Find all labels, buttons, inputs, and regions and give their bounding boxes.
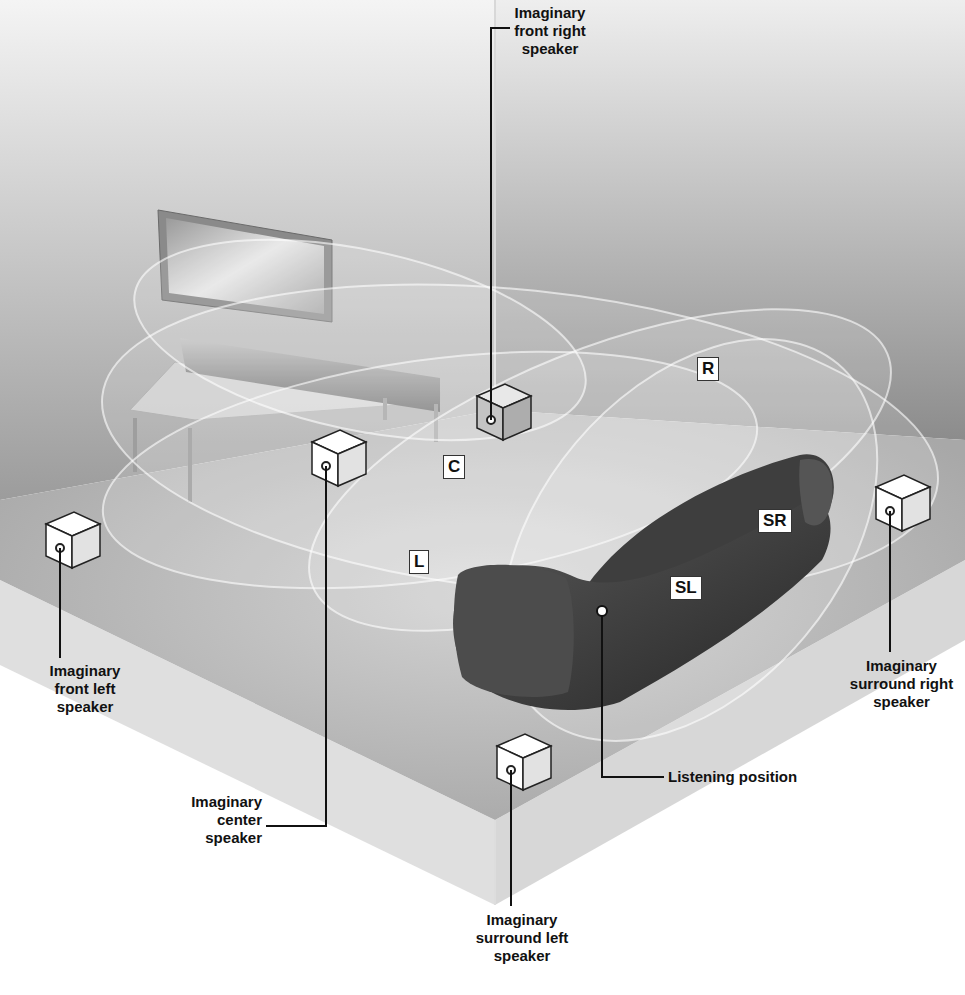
sofa-seat [453, 502, 831, 710]
front-left-speaker [46, 512, 100, 568]
room [0, 0, 965, 905]
callout-label: Imaginary surround left speaker [458, 911, 586, 965]
callout-label: Imaginary front right speaker [498, 4, 602, 58]
callout-label: Imaginary center speaker [168, 793, 262, 847]
surround-right-speaker [876, 475, 930, 531]
center-speaker [312, 430, 366, 486]
leader-line [266, 466, 326, 826]
sofa-armrest [799, 459, 832, 525]
sound-field [87, 204, 954, 812]
channel-letter: L [414, 552, 424, 572]
leader-line [491, 28, 510, 420]
channel-letter: SL [675, 578, 697, 598]
leader-line [510, 770, 512, 906]
leader-lines [60, 28, 890, 906]
surround-left-speaker [497, 734, 551, 790]
callout-label: Imaginary front left speaker [36, 662, 134, 716]
channel-tag: R [697, 357, 719, 381]
front-right-speaker [477, 384, 531, 440]
channel-letter: C [448, 457, 460, 477]
callout-label: Listening position [668, 768, 838, 786]
channel-letter: R [702, 359, 714, 379]
leader-line [889, 511, 891, 652]
leader-line [59, 548, 61, 658]
leader-dot [597, 606, 607, 616]
channel-tag: L [409, 550, 429, 574]
sofa-armrest [454, 565, 574, 697]
speakers [46, 384, 930, 790]
channel-tag: SR [758, 509, 792, 533]
floor-corner [494, 820, 496, 905]
sofa [453, 454, 834, 710]
callout-label: Imaginary surround right speaker [838, 657, 965, 711]
channel-letter: SR [763, 511, 787, 531]
leader-line [602, 611, 664, 777]
channel-tag: C [443, 455, 465, 479]
channel-tag: SL [670, 576, 702, 600]
